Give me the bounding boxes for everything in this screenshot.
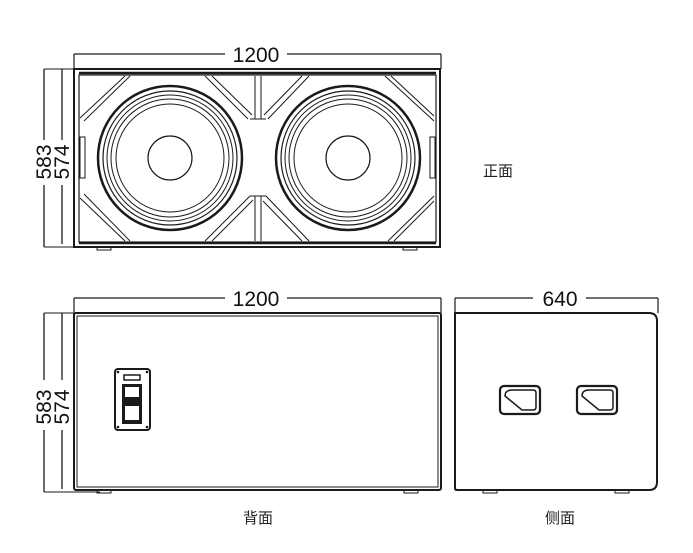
back-height-dimension: 583 574: [33, 312, 100, 493]
front-height-dimension: 583 574: [33, 68, 100, 248]
front-braces: [79, 75, 436, 242]
foot: [402, 246, 418, 251]
back-height-inner-label: 574: [51, 389, 74, 424]
front-height-inner-label: 574: [51, 144, 74, 179]
back-width-label: 1200: [233, 288, 280, 311]
front-width-label: 1200: [233, 44, 280, 67]
back-height-outer-label: 583: [33, 389, 56, 424]
dust-cap: [147, 135, 193, 181]
back-cabinet-outline: [73, 312, 442, 491]
front-view-label: 正面: [483, 162, 513, 180]
back-view-label: 背面: [243, 509, 273, 527]
side-depth-label: 640: [542, 288, 577, 311]
foot: [403, 489, 419, 494]
front-height-outer-label: 583: [33, 144, 56, 179]
back-view: 1200 583 574 背面: [33, 288, 442, 527]
back-width-dimension: 1200: [73, 288, 442, 313]
front-width-dimension: 1200: [73, 44, 442, 69]
front-cabinet-outline: [73, 68, 441, 248]
side-view: 640 侧面: [454, 288, 659, 527]
connector-plate: [114, 368, 151, 431]
woofer-right: [274, 84, 422, 232]
side-view-label: 侧面: [545, 509, 575, 527]
side-depth-dimension: 640: [454, 288, 659, 313]
foot: [614, 489, 630, 494]
foot: [96, 246, 112, 251]
side-cabinet-outline: [454, 312, 658, 491]
handle-right: [575, 384, 619, 416]
handle-left: [498, 384, 542, 416]
woofer-left: [96, 84, 244, 232]
front-view: 1200 583 574: [33, 44, 513, 251]
foot: [96, 489, 112, 494]
foot: [482, 489, 498, 494]
dust-cap: [325, 135, 371, 181]
